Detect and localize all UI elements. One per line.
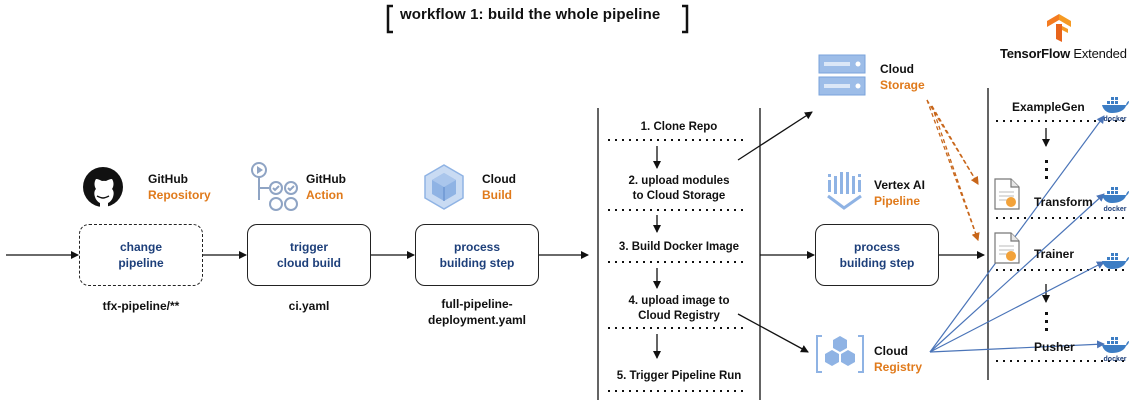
cloud-build-label: Cloud Build <box>482 172 516 202</box>
vertex-process-line2: building step <box>839 256 915 270</box>
cloud-build-line2: Build <box>482 188 512 202</box>
docker-icon-transform: docker <box>1100 186 1130 213</box>
docker-icon-trainer <box>1100 252 1130 278</box>
docker-whale-icon <box>1102 253 1129 269</box>
cloud-storage-line1: Cloud <box>880 62 914 76</box>
build-caption-line2: deployment.yaml <box>427 313 527 327</box>
github-repo-line2: Repository <box>148 188 211 202</box>
title-bracket-left <box>386 4 393 34</box>
component-pusher: Pusher <box>1034 340 1075 354</box>
github-repo-line1: GitHub <box>148 172 188 186</box>
cloud-storage-icon <box>818 54 866 96</box>
build-caption-line1: full-pipeline- <box>441 297 513 311</box>
docker-whale-icon <box>1102 187 1129 203</box>
component-examplegen: ExampleGen <box>1012 100 1085 114</box>
trainer-module-file-icon <box>994 232 1020 264</box>
cloud-registry-icon <box>816 335 864 373</box>
process-line2: building step <box>439 256 515 270</box>
cloud-registry-label: Cloud Registry <box>874 344 922 374</box>
arrow-steps-to-storage <box>737 111 813 161</box>
step-4-line2: Cloud Registry <box>638 310 720 322</box>
arrow-steps-to-registry <box>737 313 809 353</box>
vertex-process-line1: process <box>853 240 901 254</box>
github-action-label: GitHub Action <box>306 172 346 202</box>
diagram-title: workflow 1: build the whole pipeline <box>400 6 661 23</box>
change-pipeline-line2: pipeline <box>118 256 164 270</box>
step-5: 5. Trigger Pipeline Run <box>616 370 742 382</box>
cloud-storage-label: Cloud Storage <box>880 62 925 92</box>
docker-icon-pusher: docker <box>1100 336 1130 363</box>
cloud-build-icon <box>424 164 464 210</box>
title-bracket-right <box>682 4 689 34</box>
cloud-registry-line2: Registry <box>874 360 923 374</box>
step-1: 1. Clone Repo <box>640 121 718 133</box>
component-transform: Transform <box>1034 195 1093 209</box>
vertex-process-box: process building step <box>815 224 939 286</box>
github-action-line1: GitHub <box>306 172 346 186</box>
change-pipeline-line1: change <box>119 240 162 254</box>
component-trainer: Trainer <box>1034 247 1075 261</box>
github-action-line2: Action <box>306 188 344 202</box>
trigger-cloud-build-box: trigger cloud build <box>247 224 371 286</box>
cloud-build-line1: Cloud <box>482 172 516 186</box>
tfx-brand-extended: Extended <box>1069 46 1127 61</box>
change-pipeline-box: change pipeline <box>79 224 203 286</box>
docker-whale-icon <box>1102 97 1129 113</box>
docker-label: docker <box>1103 116 1127 123</box>
tensorflow-logo-icon <box>1047 14 1071 42</box>
action-caption: ci.yaml <box>288 299 330 313</box>
step-2-line1: 2. upload modules <box>628 175 730 187</box>
step-2: 2. upload modules to Cloud Storage <box>600 174 758 204</box>
tfx-brand: TensorFlow Extended <box>1000 46 1127 61</box>
build-caption: full-pipeline- deployment.yaml <box>415 296 539 328</box>
step-2-line2: to Cloud Storage <box>632 190 726 202</box>
vertex-ai-icon <box>827 172 862 210</box>
vertex-ai-label: Vertex AI Pipeline <box>874 178 925 208</box>
docker-label: docker <box>1103 356 1127 363</box>
process-line1: process <box>453 240 501 254</box>
trigger-line2: cloud build <box>277 256 341 270</box>
github-repo-label: GitHub Repository <box>148 172 211 202</box>
step-4: 4. upload image to Cloud Registry <box>600 294 758 324</box>
vertex-ai-line1: Vertex AI <box>874 178 925 192</box>
tfx-brand-tensorflow: TensorFlow <box>1000 46 1070 61</box>
github-icon <box>83 167 123 207</box>
docker-whale-icon <box>1102 337 1129 353</box>
process-building-step-box: process building step <box>415 224 539 286</box>
docker-icon-examplegen: docker <box>1100 96 1130 123</box>
cloud-storage-line2: Storage <box>880 78 925 92</box>
repo-caption: tfx-pipeline/** <box>102 299 180 313</box>
step-4-line1: 4. upload image to <box>628 295 730 307</box>
transform-module-file-icon <box>994 178 1020 210</box>
step-3: 3. Build Docker Image <box>618 241 740 253</box>
cloud-registry-line1: Cloud <box>874 344 908 358</box>
docker-label: docker <box>1103 206 1127 213</box>
vertex-ai-line2: Pipeline <box>874 194 921 208</box>
github-action-icon <box>251 162 298 211</box>
trigger-line1: trigger <box>289 240 328 254</box>
